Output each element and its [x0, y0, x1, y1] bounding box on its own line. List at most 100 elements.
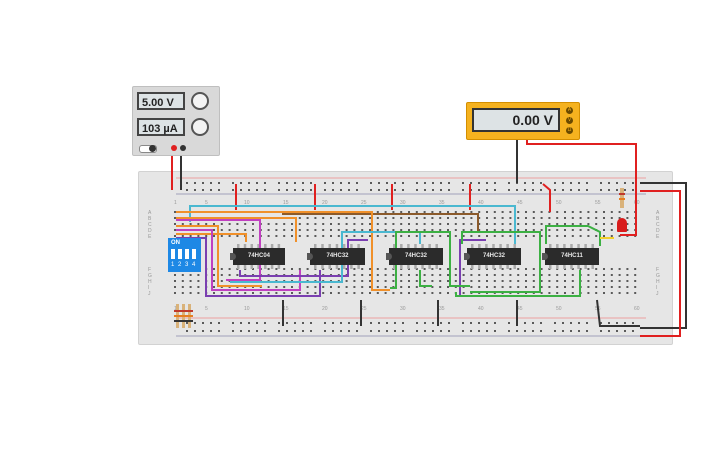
breadboard-hole[interactable]	[571, 292, 574, 294]
breadboard-hole[interactable]	[478, 286, 481, 288]
breadboard-hole[interactable]	[579, 223, 582, 225]
breadboard-hole[interactable]	[416, 182, 418, 184]
breadboard-hole[interactable]	[181, 223, 184, 225]
breadboard-hole[interactable]	[394, 182, 396, 184]
breadboard-hole[interactable]	[384, 217, 387, 219]
breadboard-hole[interactable]	[600, 322, 602, 324]
wire-green[interactable]	[390, 231, 470, 289]
breadboard-hole[interactable]	[236, 235, 239, 237]
breadboard-hole[interactable]	[525, 223, 527, 225]
breadboard-hole[interactable]	[587, 217, 590, 219]
breadboard-hole[interactable]	[220, 229, 223, 231]
breadboard-hole[interactable]	[189, 286, 192, 288]
breadboard-hole[interactable]	[562, 330, 564, 332]
breadboard-hole[interactable]	[440, 189, 442, 191]
breadboard-hole[interactable]	[462, 274, 465, 276]
wire-green[interactable]	[455, 270, 581, 297]
breadboard-hole[interactable]	[236, 292, 239, 294]
breadboard-hole[interactable]	[600, 330, 602, 332]
breadboard-hole[interactable]	[508, 330, 510, 332]
breadboard-hole[interactable]	[189, 223, 192, 225]
breadboard-hole[interactable]	[408, 223, 410, 225]
breadboard-hole[interactable]	[356, 322, 358, 324]
breadboard-hole[interactable]	[610, 280, 613, 282]
breadboard-hole[interactable]	[586, 182, 588, 184]
breadboard-hole[interactable]	[186, 189, 188, 191]
breadboard-hole[interactable]	[509, 286, 512, 288]
breadboard-hole[interactable]	[283, 223, 286, 225]
breadboard-hole[interactable]	[610, 217, 613, 219]
breadboard-hole[interactable]	[220, 292, 223, 294]
breadboard-hole[interactable]	[252, 229, 254, 231]
wire-green[interactable]	[419, 270, 432, 287]
breadboard-hole[interactable]	[626, 229, 629, 231]
breadboard-hole[interactable]	[330, 286, 332, 288]
breadboard-hole[interactable]	[370, 322, 372, 324]
breadboard-hole[interactable]	[330, 223, 332, 225]
breadboard-hole[interactable]	[370, 182, 372, 184]
breadboard-hole[interactable]	[174, 280, 176, 282]
breadboard-hole[interactable]	[218, 189, 220, 191]
breadboard-hole[interactable]	[332, 322, 334, 324]
breadboard-hole[interactable]	[337, 229, 340, 231]
breadboard-hole[interactable]	[447, 268, 449, 270]
breadboard-hole[interactable]	[213, 280, 215, 282]
breadboard-hole[interactable]	[524, 322, 526, 324]
mode-button-a[interactable]: A	[566, 107, 573, 114]
breadboard-hole[interactable]	[232, 182, 234, 184]
breadboard-hole[interactable]	[454, 223, 457, 225]
breadboard-hole[interactable]	[213, 229, 215, 231]
breadboard-hole[interactable]	[330, 235, 332, 237]
wire-green[interactable]	[461, 231, 541, 293]
breadboard-hole[interactable]	[509, 274, 512, 276]
breadboard-hole[interactable]	[493, 274, 496, 276]
breadboard-hole[interactable]	[509, 268, 512, 270]
breadboard-hole[interactable]	[571, 286, 574, 288]
breadboard-hole[interactable]	[174, 235, 176, 237]
breadboard-hole[interactable]	[302, 182, 304, 184]
breadboard-hole[interactable]	[345, 235, 348, 237]
breadboard-hole[interactable]	[210, 322, 212, 324]
breadboard-hole[interactable]	[470, 223, 473, 225]
breadboard-hole[interactable]	[361, 286, 364, 288]
breadboard-hole[interactable]	[314, 223, 317, 225]
breadboard-hole[interactable]	[291, 235, 293, 237]
breadboard-hole[interactable]	[386, 330, 388, 332]
breadboard-hole[interactable]	[595, 280, 598, 282]
breadboard-hole[interactable]	[548, 229, 551, 231]
breadboard-hole[interactable]	[353, 217, 356, 219]
breadboard-hole[interactable]	[376, 268, 379, 270]
breadboard-hole[interactable]	[509, 280, 512, 282]
breadboard-hole[interactable]	[213, 274, 215, 276]
breadboard-hole[interactable]	[432, 189, 434, 191]
breadboard-hole[interactable]	[432, 322, 434, 324]
breadboard-hole[interactable]	[603, 280, 605, 282]
breadboard-hole[interactable]	[256, 182, 258, 184]
breadboard-hole[interactable]	[610, 292, 613, 294]
breadboard-hole[interactable]	[501, 286, 504, 288]
breadboard-hole[interactable]	[408, 280, 410, 282]
breadboard-hole[interactable]	[322, 292, 325, 294]
breadboard-hole[interactable]	[439, 211, 442, 213]
breadboard-hole[interactable]	[415, 280, 418, 282]
breadboard-hole[interactable]	[205, 223, 208, 225]
breadboard-hole[interactable]	[540, 280, 543, 282]
breadboard-hole[interactable]	[454, 235, 457, 237]
breadboard-hole[interactable]	[447, 286, 449, 288]
breadboard-hole[interactable]	[174, 229, 176, 231]
breadboard-hole[interactable]	[283, 286, 286, 288]
breadboard-hole[interactable]	[509, 211, 512, 213]
breadboard-hole[interactable]	[376, 217, 379, 219]
breadboard-hole[interactable]	[408, 292, 410, 294]
breadboard-hole[interactable]	[384, 268, 387, 270]
breadboard-hole[interactable]	[283, 292, 286, 294]
breadboard-hole[interactable]	[332, 189, 334, 191]
breadboard-hole[interactable]	[478, 330, 480, 332]
breadboard-hole[interactable]	[314, 235, 317, 237]
breadboard-hole[interactable]	[524, 189, 526, 191]
breadboard-hole[interactable]	[286, 330, 288, 332]
breadboard-hole[interactable]	[470, 217, 473, 219]
breadboard-hole[interactable]	[508, 189, 510, 191]
breadboard-hole[interactable]	[478, 189, 480, 191]
led-red[interactable]	[617, 218, 627, 232]
